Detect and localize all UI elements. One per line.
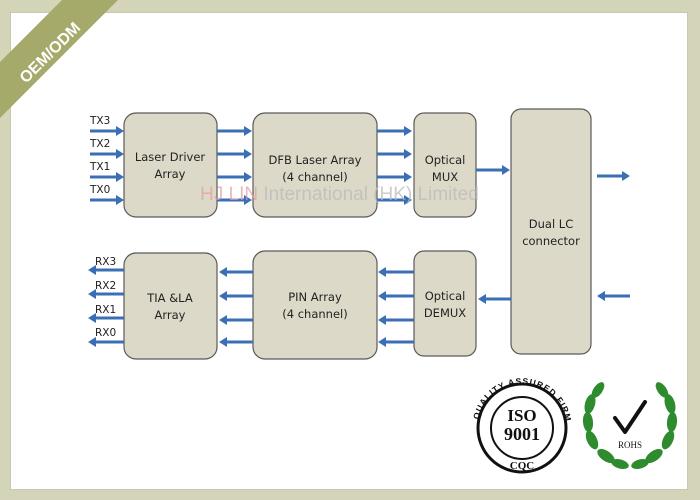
lc-to-demux-arrow <box>478 294 511 304</box>
iso-text: ISO <box>507 406 536 425</box>
iso-9001-seal: QUALITY ASSURED FIRM ISO 9001 CQC <box>471 376 573 474</box>
demux-label-1: Optical <box>425 289 466 303</box>
dual-lc-connector-block <box>510 108 592 355</box>
pin-array-block <box>252 250 378 360</box>
checkmark-icon <box>613 400 647 434</box>
tx3-label: TX3 <box>89 115 110 127</box>
dual-lc-label-2: connector <box>522 234 580 248</box>
rx0-label: RX0 <box>95 327 116 339</box>
rx-output-arrows <box>88 265 124 347</box>
rohs-seal: ROHS <box>582 382 678 469</box>
dfb-label-1: DFB Laser Array <box>269 153 362 167</box>
tx1-label: TX1 <box>89 161 110 173</box>
optical-demux-block <box>413 250 477 357</box>
rx3-label: RX3 <box>95 256 116 268</box>
rx1-label: RX1 <box>95 304 116 316</box>
laser-driver-label-1: Laser Driver <box>135 150 206 164</box>
laser-driver-block <box>123 112 218 218</box>
iso-inner-ring <box>490 396 554 460</box>
watermark-brand: HJ LIN <box>200 184 258 205</box>
watermark-text: HJ LIN International (HK) Limited <box>200 184 479 205</box>
pin-label-1: PIN Array <box>288 290 342 304</box>
laser-driver-label-2: Array <box>155 167 186 181</box>
laurel-wreath-icon <box>582 382 678 469</box>
tia-label-2: Array <box>155 308 186 322</box>
tx0-label: TX0 <box>89 184 110 196</box>
rx2-label: RX2 <box>95 280 116 292</box>
mux-label-1: Optical <box>425 153 466 167</box>
dfb-laser-array-block <box>252 112 378 218</box>
watermark-company: International (HK) Limited <box>258 184 479 205</box>
mux-to-lc-arrow <box>476 165 510 175</box>
lc-tx-out-arrow <box>597 171 630 181</box>
rohs-text: ROHS <box>618 440 642 450</box>
lc-rx-in-arrow <box>597 291 630 301</box>
tia-label-1: TIA &LA <box>146 291 193 305</box>
optical-mux-block <box>413 112 477 218</box>
ribbon-band <box>0 0 118 118</box>
tx-input-arrows <box>90 126 124 205</box>
cqc-text: CQC <box>510 460 535 472</box>
demux-label-2: DEMUX <box>424 306 466 320</box>
dual-lc-label-1: Dual LC <box>529 217 573 231</box>
tia-la-array-block <box>123 252 218 360</box>
dfb-label-2: (4 channel) <box>282 170 347 184</box>
iso-number: 9001 <box>504 424 540 444</box>
tx2-label: TX2 <box>89 138 110 150</box>
oem-odm-ribbon: OEM/ODM <box>0 0 118 118</box>
dfb-to-mux-arrows <box>377 126 412 205</box>
driver-to-dfb-arrows <box>217 126 252 205</box>
demux-to-pin-arrows <box>378 267 414 347</box>
pin-to-tia-arrows <box>219 267 253 347</box>
mux-label-2: MUX <box>432 170 458 184</box>
pin-label-2: (4 channel) <box>282 307 347 321</box>
